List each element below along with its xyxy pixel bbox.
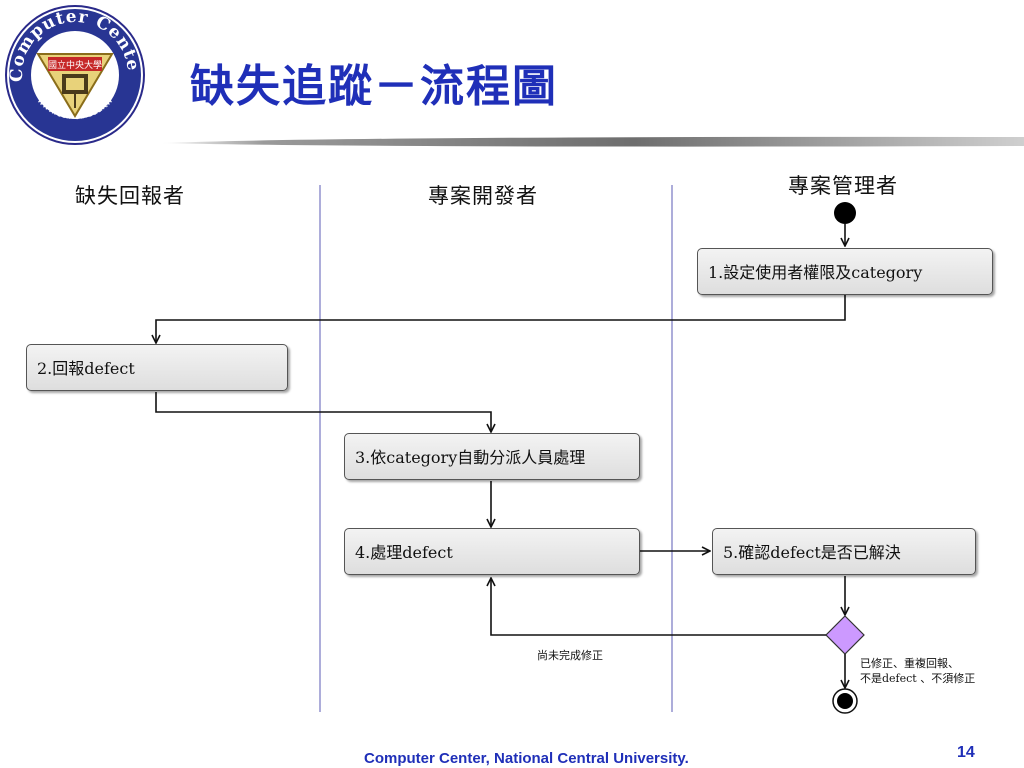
edge-decision-s4 xyxy=(491,578,826,636)
lane-reporter: 缺失回報者 xyxy=(75,184,185,208)
logo-badge-text: 國立中央大學 xyxy=(48,59,102,71)
step-2-box: 2.回報defect xyxy=(26,344,288,391)
title-divider xyxy=(160,136,1024,147)
page-title: 缺失追蹤－流程圖 xyxy=(190,61,558,112)
note-not-fixed: 尚未完成修正 xyxy=(537,649,603,662)
edge-s2-s3 xyxy=(155,392,491,432)
step-5-box: 5.確認defect是否已解決 xyxy=(712,528,976,575)
note-fixed-line2: 不是defect 、不須修正 xyxy=(860,672,976,685)
step-3-box: 3.依category自動分派人員處理 xyxy=(344,433,640,480)
lane-manager: 專案管理者 xyxy=(788,174,898,198)
lane-developer: 專案開發者 xyxy=(428,184,538,208)
edge-s1-s2 xyxy=(156,295,846,343)
start-node xyxy=(834,202,856,224)
page-number: 14 xyxy=(957,744,975,761)
footer-org: Computer Center, National Central Univer… xyxy=(364,750,689,767)
computer-center-logo: Computer Center www.cc.ncu.edu.tw 國立中央大學 xyxy=(0,0,146,146)
step-1-box: 1.設定使用者權限及category xyxy=(697,248,993,295)
decision-node xyxy=(825,615,865,655)
note-fixed-line1: 已修正、重複回報、 xyxy=(860,657,959,670)
step-4-box: 4.處理defect xyxy=(344,528,640,575)
